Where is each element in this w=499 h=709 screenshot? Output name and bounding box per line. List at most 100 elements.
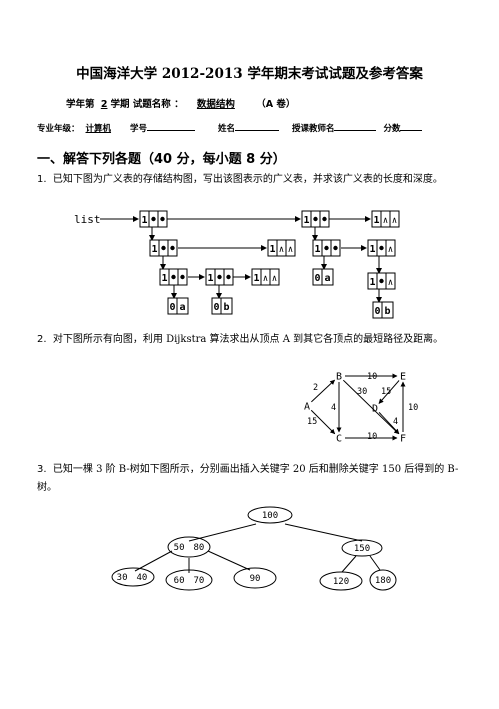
btree-root-key: 100 — [262, 511, 278, 521]
pointer-dot — [333, 245, 338, 251]
list-pointer-label: list — [74, 213, 101, 226]
pointer-dot — [379, 245, 384, 251]
btree-leaf: 90 — [250, 574, 261, 584]
node-tag: 1 — [369, 277, 375, 288]
btree-leaf: 30 40 — [117, 573, 148, 583]
semester-value: 2 — [100, 99, 108, 110]
name-blank — [235, 121, 279, 131]
question-text: 已知下图为广义表的存储结构图，写出该图表示的广义表，并求该广义表的长度和深度。 — [52, 174, 443, 185]
question-text: 已知一棵 3 阶 B-树如下图所示，分别画出插入关键字 20 后和删除关键字 1… — [37, 464, 459, 493]
node-tag: 1 — [303, 215, 309, 226]
name-label: 姓名 — [217, 124, 235, 134]
pointer-dot — [324, 245, 329, 251]
pointer-dot — [160, 216, 165, 222]
question-2: 2. 对下图所示有向图，利用 Dijkstra 算法求出从顶点 A 到其它各顶点… — [37, 331, 467, 349]
node-tag: 1 — [161, 273, 167, 284]
teacher-label: 授课教师名 — [291, 124, 335, 134]
node-tag: 1 — [269, 244, 275, 255]
graph-vertex: E — [400, 372, 406, 383]
pointer-dot — [161, 245, 166, 251]
major-value: 计算机 — [85, 124, 112, 134]
graph-edge — [310, 409, 336, 435]
null-pointer: ∧ — [263, 274, 268, 284]
node-tag: 0 — [213, 302, 219, 313]
node-tag: 0 — [169, 302, 175, 313]
null-pointer: ∧ — [388, 278, 393, 288]
major-label: 专业年级： — [37, 124, 80, 134]
null-pointer: ∧ — [279, 245, 284, 255]
question-text: 对下图所示有向图，利用 Dijkstra 算法求出从顶点 A 到其它各顶点的最短… — [52, 334, 444, 345]
edge-weight: 10 — [367, 372, 377, 382]
pointer-dot — [217, 274, 222, 280]
edge-weight: 10 — [367, 432, 377, 442]
question-1: 1. 已知下图为广义表的存储结构图，写出该图表示的广义表，并求该广义表的长度和深… — [37, 171, 467, 189]
pointer-dot — [313, 216, 318, 222]
node-tag: 1 — [141, 215, 147, 226]
student-id-label: 学号 — [130, 124, 148, 134]
null-pointer: ∧ — [388, 245, 393, 255]
edge-weight: 2 — [313, 383, 318, 393]
graph-edge — [311, 379, 335, 403]
question-3: 3. 已知一棵 3 阶 B-树如下图所示，分别画出插入关键字 20 后和删除关键… — [37, 461, 467, 497]
node-tag: 1 — [151, 244, 157, 255]
section-heading: 一、解答下列各题（40 分，每小题 8 分） — [37, 152, 286, 167]
graph-vertex: A — [304, 402, 310, 413]
question-number: 1. — [37, 174, 47, 185]
graph-vertex: C — [336, 434, 342, 445]
pointer-dot — [379, 278, 384, 284]
btree-node-right: 150 — [354, 544, 370, 554]
node-tag: 1 — [314, 244, 320, 255]
btree-leaf: 180 — [375, 576, 391, 586]
b-tree-diagram: 100 50 80 150 30 40 60 70 90 120 180 — [111, 506, 397, 591]
pointer-dot — [180, 274, 185, 280]
pointer-dot — [226, 274, 231, 280]
graph-edge — [378, 412, 400, 434]
teacher-blank — [334, 121, 377, 131]
node-tag: 0 — [314, 273, 320, 284]
semester-label: 学期 — [110, 99, 130, 110]
pointer-dot — [322, 216, 327, 222]
graph-edge — [342, 379, 400, 435]
btree-leaf: 120 — [333, 577, 349, 587]
paper-version: （A 卷） — [256, 99, 296, 110]
edge-weight: 4 — [393, 417, 398, 427]
student-id-blank — [147, 121, 196, 131]
node-tag: 0 — [374, 306, 380, 317]
year-label: 学年第 — [66, 99, 95, 110]
edge-weight: 15 — [381, 387, 391, 397]
atom-value: a — [179, 302, 185, 313]
btree-node-left: 50 80 — [174, 543, 205, 553]
node-tag: 1 — [373, 215, 379, 226]
exam-name-value: 数据结构 — [196, 99, 235, 110]
null-pointer: ∧ — [383, 216, 388, 226]
question-number: 2. — [37, 334, 47, 345]
exam-name-label: 试题名称 ： — [132, 99, 184, 110]
score-label: 分数 — [383, 124, 401, 134]
graph-vertex: F — [400, 434, 406, 445]
score-blank — [400, 121, 423, 131]
edge-weight: 4 — [331, 403, 336, 413]
atom-value: b — [384, 306, 390, 317]
pointer-dot — [151, 216, 156, 222]
page-title: 中国海洋大学 2012-2013 学年期末考试试题及参考答案 — [76, 66, 423, 82]
null-pointer: ∧ — [392, 216, 397, 226]
node-tag: 1 — [207, 273, 213, 284]
null-pointer: ∧ — [288, 245, 293, 255]
student-info-line: 专业年级： 计算机 学号 姓名 授课教师名 分数 — [37, 121, 423, 134]
graph-edge — [378, 380, 400, 404]
edge-weight: 10 — [408, 403, 418, 413]
node-tag: 1 — [253, 273, 259, 284]
btree-leaf: 60 70 — [174, 576, 205, 586]
pointer-dot — [170, 245, 175, 251]
null-pointer: ∧ — [272, 274, 277, 284]
question-number: 3. — [37, 464, 47, 475]
node-tag: 1 — [369, 244, 375, 255]
graph-vertex: D — [372, 404, 378, 415]
edge-weight: 15 — [307, 417, 317, 427]
atom-value: a — [324, 273, 330, 284]
